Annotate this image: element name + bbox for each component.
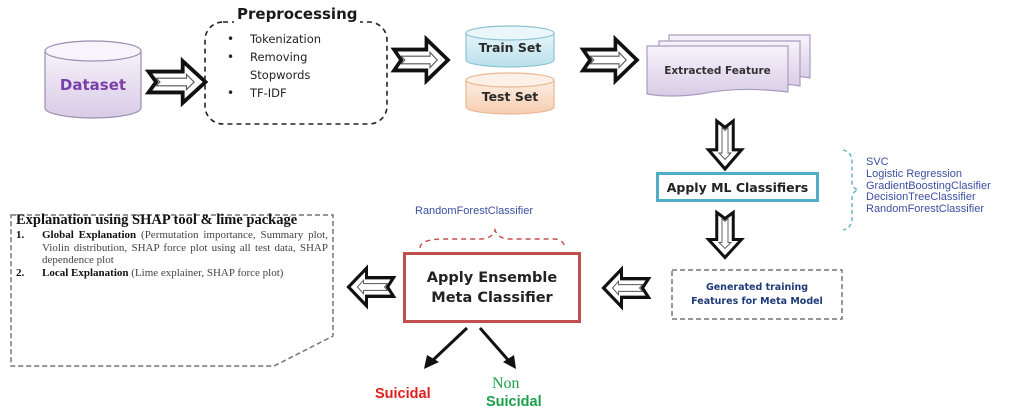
train-set-label: Train Set <box>478 40 542 55</box>
train-set-cylinder <box>465 25 555 68</box>
output-non-suicidal-line1: Non <box>492 375 520 392</box>
meta-classifier-line1: Apply Ensemble <box>426 269 558 286</box>
test-set-cylinder <box>465 72 555 115</box>
meta-classifier-line2: Meta Classifier <box>431 289 553 306</box>
test-set-label: Test Set <box>481 89 539 104</box>
explanation-title: Explanation using SHAP tool & lime packa… <box>16 212 298 228</box>
generated-features-box <box>671 269 843 320</box>
arrow-meta-to-explanation <box>346 266 396 308</box>
preprocessing-step: Removing <box>222 48 372 66</box>
explanation-item-heading: Global Explanation <box>42 229 137 241</box>
meta-classifier-box: Apply Ensemble Meta Classifier <box>403 252 581 323</box>
generated-features-text: Generated training Features for Meta Mod… <box>672 270 842 319</box>
classifier-list: SVC Logistic Regression GradientBoosting… <box>866 156 991 216</box>
dataset-label: Dataset <box>59 76 127 94</box>
generated-features-line1: Generated training <box>705 281 809 293</box>
explanation-text: Explanation using SHAP tool & lime packa… <box>16 212 328 279</box>
classifier-item: DecisionTreeClassifier <box>866 191 976 204</box>
classifier-item: GradientBoostingClasifier <box>866 179 991 192</box>
extracted-feature-label: Extracted Feature <box>664 65 771 77</box>
extracted-feature-documents <box>646 34 811 97</box>
preprocessing-step-continued: Stopwords <box>250 68 311 82</box>
output-suicidal: Suicidal <box>375 386 431 402</box>
explanation-box <box>10 214 334 367</box>
meta-model-name: RandomForestClassifier <box>415 205 533 217</box>
arrow-split-to-features <box>581 37 639 83</box>
classifier-item: SVC <box>866 156 889 168</box>
explanation-list: 1. Global Explanation (Permutation impor… <box>16 229 328 279</box>
explanation-item-number: 2. <box>16 266 25 279</box>
explanation-item-detail: (Lime explainer, SHAP force plot) <box>128 266 284 279</box>
explanation-item-detail: (Permutation importance, Summary plot, V… <box>42 229 328 266</box>
arrow-dataset-to-preprocessing <box>146 59 208 105</box>
arrow-features-to-ml <box>706 119 744 171</box>
dataset-cylinder <box>44 40 142 119</box>
generated-features-line2: Features for Meta Model <box>691 295 823 307</box>
output-non-suicidal-line2: Suicidal <box>486 394 542 410</box>
explanation-item-number: 1. <box>16 229 25 241</box>
explanation-item: 2. Local Explanation (Lime explainer, SH… <box>16 267 328 280</box>
preprocessing-title: Preprocessing <box>234 5 361 23</box>
apply-ml-classifiers-label: Apply ML Classifiers <box>666 179 809 195</box>
preprocessing-step: Tokenization <box>222 30 372 48</box>
output-arrows <box>424 326 516 369</box>
classifier-item: RandomForestClassifier <box>866 203 984 216</box>
classifier-item: Logistic Regression <box>866 167 962 180</box>
preprocessing-step: TF-IDF <box>222 84 372 102</box>
arrow-preprocessing-to-split <box>392 37 450 83</box>
classifier-bracket <box>842 149 861 231</box>
apply-ml-classifiers-box: Apply ML Classifiers <box>656 172 819 202</box>
explanation-item: 1. Global Explanation (Permutation impor… <box>16 229 328 267</box>
explanation-item-heading: Local Explanation <box>42 266 129 279</box>
arrow-generated-to-meta <box>601 267 651 309</box>
meta-brace <box>419 227 566 249</box>
arrow-ml-to-generated <box>707 211 743 259</box>
preprocessing-steps: Tokenization Removing Stopwords TF-IDF <box>222 30 372 102</box>
